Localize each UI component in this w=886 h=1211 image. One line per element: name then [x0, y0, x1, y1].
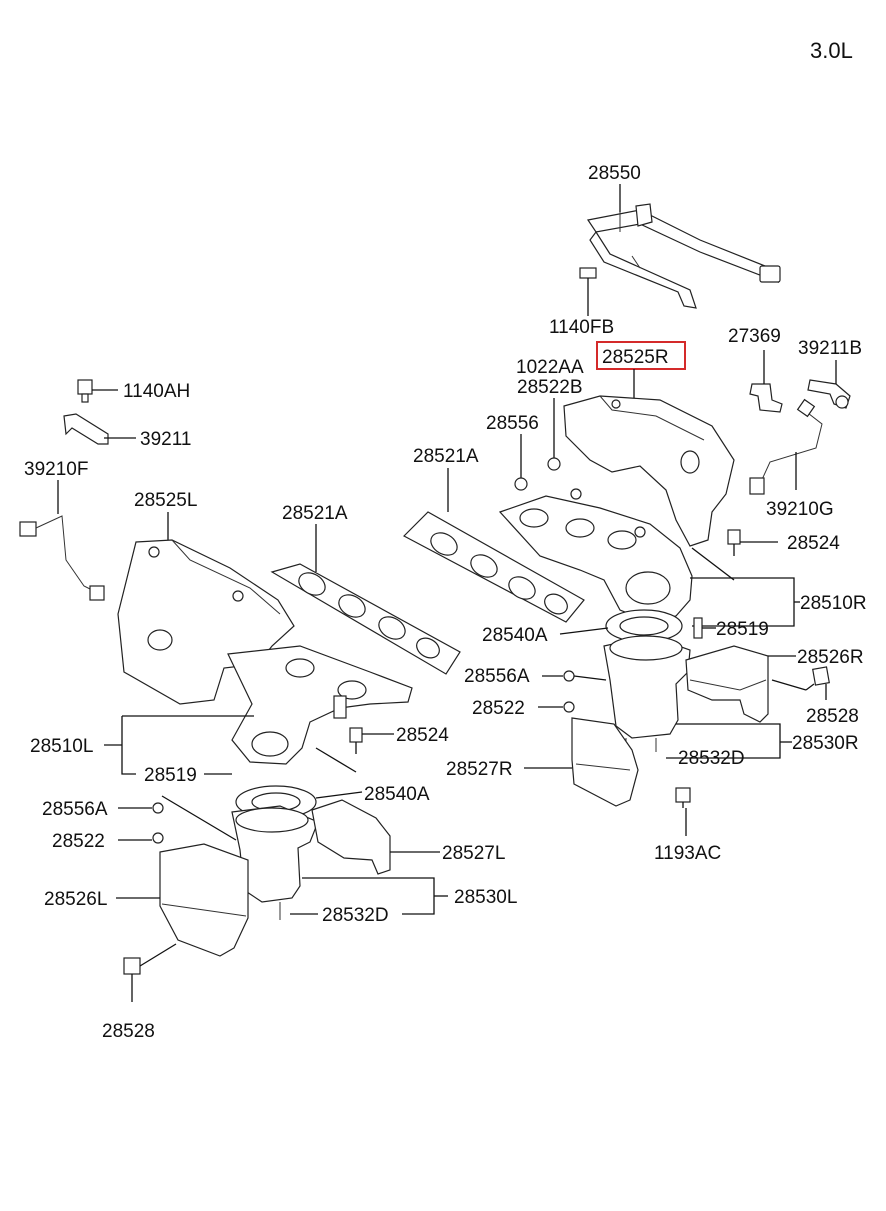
- label-28532D-left[interactable]: 28532D: [322, 905, 389, 926]
- label-28521A-left[interactable]: 28521A: [282, 503, 348, 524]
- o2-sensor-39210F-drawing: [19, 515, 105, 601]
- converter-28530R-drawing: [603, 635, 691, 752]
- label-39211B[interactable]: 39211B: [798, 338, 862, 359]
- pipe-28550-drawing: [586, 203, 781, 309]
- label-28522-left[interactable]: 28522: [52, 831, 105, 852]
- nut-28522B-drawing: [547, 457, 561, 471]
- label-1140FB[interactable]: 1140FB: [549, 317, 614, 338]
- label-28530L[interactable]: 28530L: [454, 887, 517, 908]
- label-28527L[interactable]: 28527L: [442, 843, 505, 864]
- label-27369[interactable]: 27369: [728, 326, 781, 347]
- shield-28526R-drawing: [685, 645, 769, 723]
- label-28510R[interactable]: 28510R: [800, 593, 867, 614]
- label-28525R[interactable]: 28525R: [602, 347, 669, 368]
- manifold-28510L-drawing: [227, 645, 413, 765]
- label-28530R[interactable]: 28530R: [792, 733, 859, 754]
- nut-28522-right-drawing: [563, 701, 575, 713]
- engine-size-label: 3.0L: [810, 38, 853, 63]
- bracket-39211B-drawing: [807, 379, 851, 409]
- label-28521A-right[interactable]: 28521A: [413, 446, 479, 467]
- label-28528-left[interactable]: 28528: [102, 1021, 155, 1042]
- bolt-1193AC-drawing: [675, 787, 691, 808]
- label-28540A-right[interactable]: 28540A: [482, 625, 548, 646]
- label-28556A-right[interactable]: 28556A: [464, 666, 530, 687]
- label-39211[interactable]: 39211: [140, 429, 191, 450]
- label-28519-right[interactable]: 28519: [716, 619, 769, 640]
- washer-28556A-left-drawing: [152, 802, 164, 814]
- label-28532D-right[interactable]: 28532D: [678, 748, 745, 769]
- nut-28522-left-drawing: [152, 832, 164, 844]
- gasket-28521A-left-drawing: [270, 563, 461, 675]
- gasket-28521A-right-drawing: [403, 511, 585, 623]
- heat-shield-28525R-drawing: [563, 395, 735, 547]
- bolt-28528-left-drawing: [123, 943, 177, 975]
- label-28556-top[interactable]: 28556: [486, 413, 539, 434]
- label-28522B[interactable]: 28522B: [517, 377, 583, 398]
- label-28528-right[interactable]: 28528: [806, 706, 859, 727]
- label-28524-right[interactable]: 28524: [787, 533, 840, 554]
- bolt-1140FB-drawing: [579, 267, 597, 316]
- label-1193AC[interactable]: 1193AC: [654, 843, 721, 864]
- shield-28527R-drawing: [571, 717, 639, 807]
- label-28556A-left[interactable]: 28556A: [42, 799, 108, 820]
- stud-28519-right-drawing: [693, 617, 703, 639]
- highlight-box: [596, 341, 686, 370]
- bracket-27369-drawing: [749, 383, 783, 413]
- label-28510L[interactable]: 28510L: [30, 736, 93, 757]
- converter-28530L-drawing: [231, 805, 319, 920]
- label-1140AH[interactable]: 1140AH: [123, 381, 190, 402]
- bracket-39211-drawing: [63, 413, 109, 445]
- label-28522-right[interactable]: 28522: [472, 698, 525, 719]
- label-28524-left[interactable]: 28524: [396, 725, 449, 746]
- gasket-28540A-right-drawing: [605, 609, 683, 643]
- manifold-28510R-drawing: [498, 488, 693, 623]
- bolt-28524-right-drawing: [727, 529, 741, 556]
- bolt-1140AH-drawing: [77, 379, 93, 403]
- label-39210F[interactable]: 39210F: [24, 459, 88, 480]
- bolt-28528-right-drawing: [805, 666, 830, 691]
- shield-28527L-drawing: [311, 799, 391, 875]
- bolt-28524-left-drawing: [349, 727, 363, 754]
- label-1022AA[interactable]: 1022AA: [516, 357, 584, 378]
- label-28527R[interactable]: 28527R: [446, 759, 513, 780]
- label-28525L[interactable]: 28525L: [134, 490, 197, 511]
- label-28550[interactable]: 28550: [588, 163, 641, 184]
- label-28526R[interactable]: 28526R: [797, 647, 864, 668]
- label-28540A-left[interactable]: 28540A: [364, 784, 430, 805]
- washer-28556-drawing: [514, 477, 528, 491]
- washer-28556A-right-drawing: [563, 670, 575, 682]
- o2-sensor-39210G-drawing: [749, 398, 823, 495]
- label-39210G[interactable]: 39210G: [766, 499, 834, 520]
- shield-28526L-drawing: [159, 843, 249, 957]
- label-28519-left[interactable]: 28519: [144, 765, 197, 786]
- label-28526L[interactable]: 28526L: [44, 889, 107, 910]
